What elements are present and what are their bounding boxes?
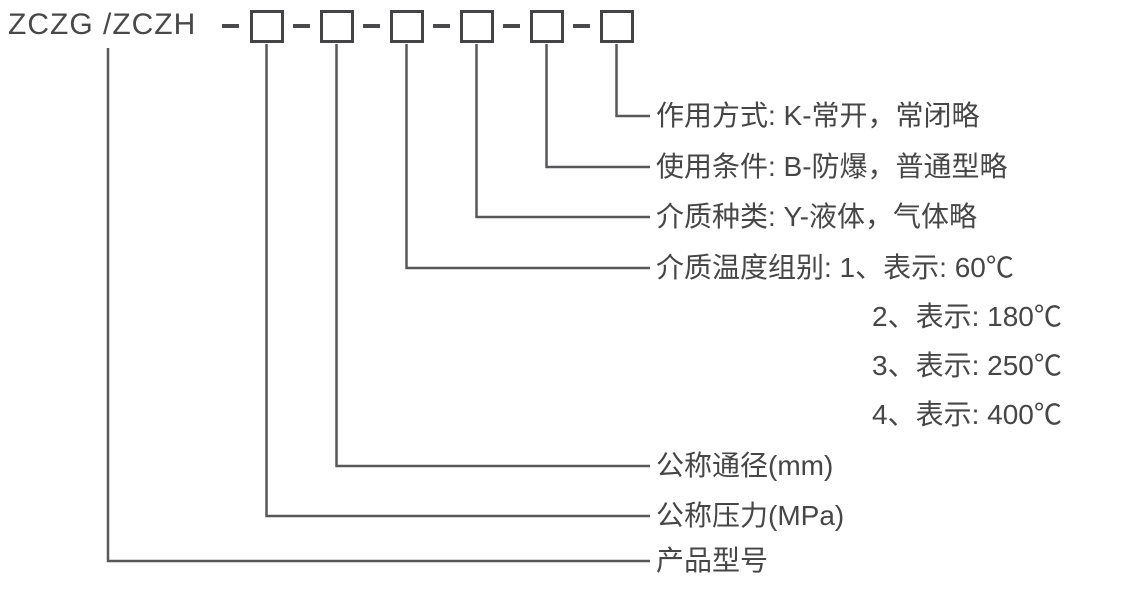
connector-line-nominal-pressure [265,44,650,518]
code-separator-dash [433,24,450,28]
code-separator-dash [503,24,520,28]
code-box-2 [320,10,354,43]
code-separator-dash [222,24,239,28]
connector-line-product-model [106,48,650,563]
connector-line-nominal-diameter [335,44,650,468]
connector-line-action-mode [615,44,650,118]
connector-line-temp-group [405,44,650,270]
label-action-mode: 作用方式: K-常开，常闭略 [656,100,980,131]
label-usage-condition: 使用条件: B-防爆，普通型略 [656,151,1008,182]
code-separator-dash [363,24,380,28]
code-box-5 [530,10,564,43]
label-medium-type: 介质种类: Y-液体，气体略 [656,201,977,232]
label-temp-level-4: 4、表示: 400℃ [872,399,1062,430]
code-box-4 [460,10,494,43]
model-code-text: ZCZG /ZCZH [8,8,197,41]
label-product-model: 产品型号 [656,545,769,576]
code-separator-dash [293,24,310,28]
label-temp-level-3: 3、表示: 250℃ [872,350,1062,381]
code-box-1 [250,10,284,43]
label-medium-temp-group: 介质温度组别: 1、表示: 60℃ [656,252,1014,283]
connector-line-medium-type [475,44,650,219]
connector-line-usage-condition [545,44,650,169]
label-nominal-pressure: 公称压力(MPa) [656,500,845,531]
code-box-6 [600,10,634,43]
code-separator-dash [573,24,590,28]
code-box-3 [390,10,424,43]
label-nominal-diameter: 公称通径(mm) [656,450,834,481]
label-temp-level-2: 2、表示: 180℃ [872,301,1062,332]
